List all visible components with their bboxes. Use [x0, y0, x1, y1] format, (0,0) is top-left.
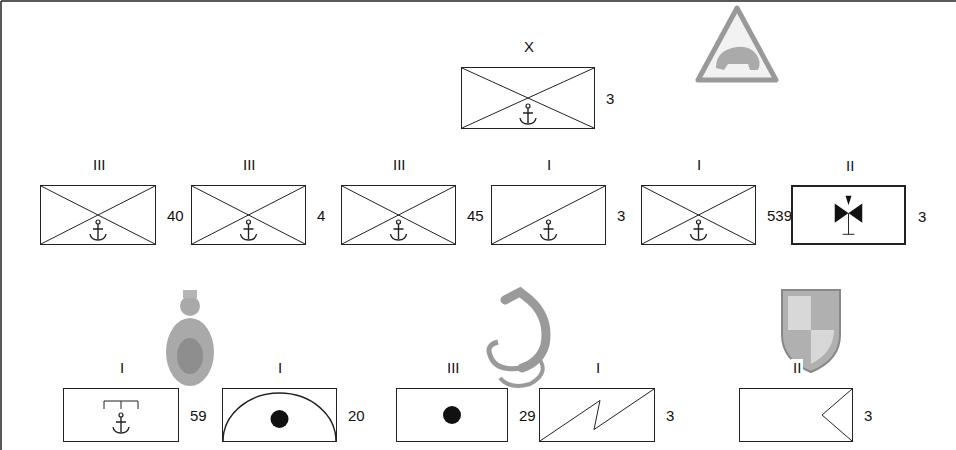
unit-box: I20 — [222, 388, 337, 442]
symbol-stroke — [848, 213, 849, 234]
anchor-ring — [697, 220, 701, 224]
symbol-stroke — [342, 186, 455, 244]
unit-box: III40 — [40, 185, 156, 245]
unit-symbol — [740, 389, 852, 441]
symbol-stroke — [138, 401, 139, 409]
unit-box: III29 — [396, 388, 508, 442]
unit-box: II3 — [739, 388, 853, 442]
symbol-stroke — [843, 234, 855, 235]
unit-box: I59 — [63, 388, 179, 442]
unit-symbol — [342, 186, 455, 244]
bowtie-symbol — [846, 196, 852, 206]
unit-number: 29 — [517, 407, 538, 425]
echelon-mark: II — [844, 157, 856, 175]
unit-box: III4 — [191, 185, 306, 245]
unit-box: III45 — [341, 185, 456, 245]
commando-badge — [698, 8, 776, 80]
echelon-mark: II — [791, 359, 803, 377]
symbol-stroke — [41, 186, 155, 244]
frame-line — [1, 0, 956, 2]
symbol-stroke — [642, 186, 755, 244]
symbol-stroke — [192, 186, 305, 244]
unit-symbol — [462, 68, 594, 128]
arc-symbol — [223, 393, 336, 441]
unit-symbol — [642, 186, 755, 244]
symbol-stroke — [192, 186, 305, 244]
symbol-stroke — [41, 186, 155, 244]
unit-number: 3 — [604, 90, 616, 108]
unit-symbol — [397, 389, 507, 441]
unit-box: I3 — [491, 185, 606, 245]
echelon-mark: I — [594, 359, 602, 377]
unit-symbol — [492, 186, 605, 244]
anchor-symbol — [391, 224, 407, 240]
echelon-mark: I — [695, 156, 703, 174]
symbol-stroke — [104, 401, 105, 409]
symbol-stroke — [121, 401, 122, 409]
unit-symbol — [192, 186, 305, 244]
anchor-ring — [247, 220, 251, 224]
anchor-symbol — [113, 417, 129, 433]
unit-symbol — [41, 186, 155, 244]
echelon-mark: III — [241, 156, 258, 174]
symbol-stroke — [462, 68, 594, 128]
frame-line — [0, 1, 2, 450]
unit-box: X3 — [461, 67, 595, 129]
zigzag-symbol — [540, 389, 654, 441]
unit-box: II3 — [791, 185, 906, 245]
symbol-stroke — [342, 186, 455, 244]
echelon-mark: I — [545, 156, 553, 174]
symbol-stroke — [462, 68, 594, 128]
unit-symbol — [793, 187, 904, 243]
anchor-ring — [119, 413, 123, 417]
unit-box: I539 — [641, 185, 756, 245]
echelon-mark: I — [118, 359, 126, 377]
unit-number: 3 — [615, 207, 627, 225]
echelon-mark: III — [91, 156, 108, 174]
unit-number: 3 — [862, 407, 874, 425]
unit-symbol — [223, 389, 336, 441]
anchor-ring — [96, 220, 100, 224]
unit-number: 40 — [165, 207, 186, 225]
unit-number: 45 — [465, 207, 486, 225]
dot-symbol — [271, 410, 289, 428]
unit-symbol — [540, 389, 654, 441]
unit-number: 20 — [346, 407, 367, 425]
anchor-symbol — [691, 224, 707, 240]
echelon-mark: III — [445, 359, 462, 377]
unit-box: I3 — [539, 388, 655, 442]
echelon-mark: III — [391, 156, 408, 174]
dot-symbol — [443, 406, 461, 424]
unit-number: 539 — [765, 207, 794, 225]
anchor-symbol — [90, 224, 106, 240]
echelon-mark: X — [522, 38, 536, 56]
anchor-ring — [526, 104, 530, 108]
soldier-emblem — [166, 290, 214, 386]
unit-symbol — [64, 389, 178, 441]
echelon-mark: I — [276, 359, 284, 377]
anchor-ring — [397, 220, 401, 224]
anchor-symbol — [541, 224, 557, 240]
anchor-ring — [547, 220, 551, 224]
unit-number: 3 — [664, 407, 676, 425]
unit-number: 59 — [188, 407, 209, 425]
anchor-symbol — [520, 108, 536, 124]
symbol-stroke — [642, 186, 755, 244]
unit-number: 4 — [315, 207, 327, 225]
unit-number: 3 — [916, 208, 928, 226]
symbol-stroke — [492, 186, 605, 244]
kangaroo-emblem — [489, 292, 546, 386]
triangle-symbol — [822, 389, 852, 441]
anchor-symbol — [241, 224, 257, 240]
